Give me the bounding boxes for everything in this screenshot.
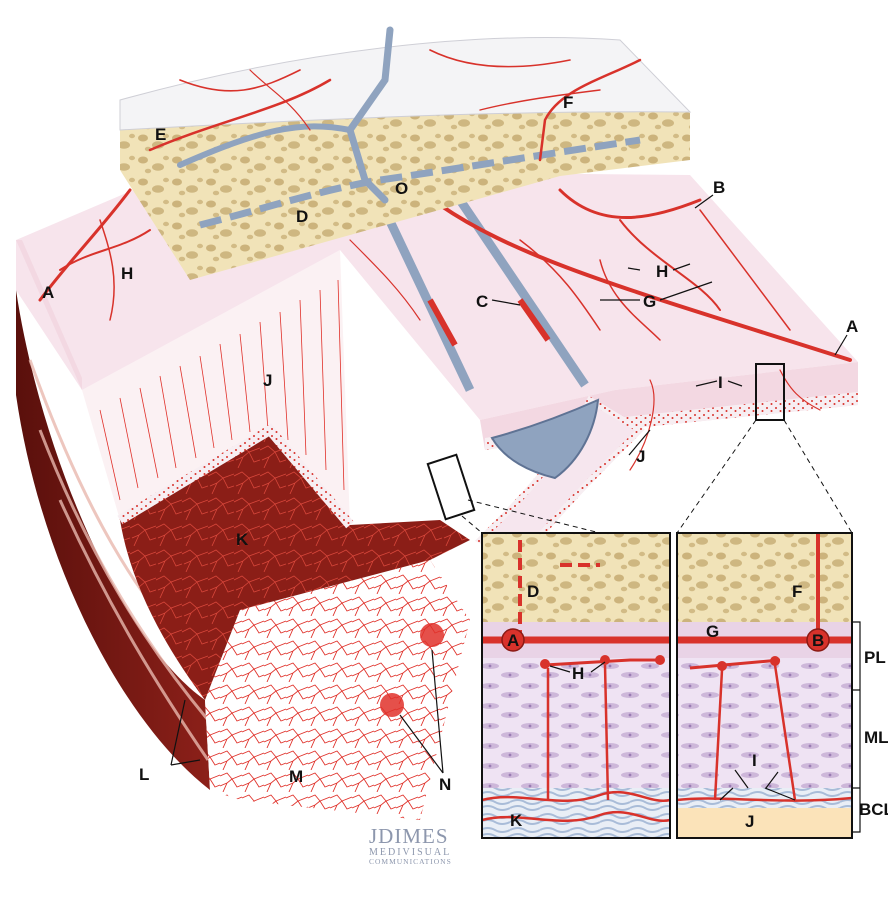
label-j-falx: J (636, 447, 645, 466)
layer-brackets (852, 621, 861, 833)
label-k-inset: K (510, 811, 523, 830)
arachnoid-border (117, 423, 354, 529)
dura-left-edge (16, 240, 82, 390)
layer-label-ml: ML (864, 728, 888, 747)
skull-surface-vessels (148, 26, 642, 204)
layer-label-pl: PL (864, 648, 886, 667)
label-m: M (289, 767, 303, 786)
label-d-main: D (296, 207, 308, 226)
skull-diploe-veins (199, 136, 641, 229)
bridging-vein-1 (375, 198, 475, 392)
zoom-guide-lines (461, 419, 853, 534)
label-g-main: G (643, 292, 656, 311)
hemorrhage-spot-2 (380, 693, 404, 717)
leader-lines (170, 194, 848, 801)
inset-right (676, 532, 853, 839)
label-n: N (439, 775, 451, 794)
label-i-inset: I (752, 751, 757, 770)
capillary-network-sheet (205, 560, 470, 820)
label-a-inset: A (507, 631, 519, 650)
zoom-region-right (755, 363, 785, 421)
trabeculae-lines (99, 279, 345, 501)
hemorrhage-spot-1 (420, 623, 444, 647)
label-f-inset: F (792, 582, 802, 601)
brain-surface-top (120, 430, 470, 700)
label-a-left: A (42, 283, 54, 302)
inset-left (481, 532, 671, 839)
label-j-main: J (263, 371, 272, 390)
label-g-inset: G (706, 622, 719, 641)
label-c: C (476, 292, 488, 311)
skull-bone-side (120, 100, 690, 280)
artery-segments (427, 298, 551, 347)
label-h-left: H (121, 264, 133, 283)
label-f-main: F (563, 93, 573, 112)
label-d-inset: D (527, 582, 539, 601)
brain-cortex-side (16, 290, 210, 790)
watermark-line-3: COMMUNICATIONS (369, 857, 452, 866)
label-o: O (395, 179, 408, 198)
meningeal-arteries (38, 188, 852, 471)
label-e: E (155, 125, 166, 144)
label-b-inset: B (812, 631, 824, 650)
layer-label-bcl: BCL (859, 800, 888, 819)
label-a-right: A (846, 317, 858, 336)
label-b-main: B (713, 178, 725, 197)
label-h-inset: H (572, 664, 584, 683)
watermark-line-1: JDIMES (369, 824, 449, 848)
zoom-region-left (426, 453, 476, 521)
skull-top-surface (119, 37, 692, 131)
label-j-inset: J (745, 812, 754, 831)
watermark-line-2: MEDIVISUAL (369, 847, 451, 858)
label-i-main: I (718, 373, 723, 392)
label-k-main: K (236, 530, 249, 549)
arachnoid-trabeculae-block (82, 250, 350, 525)
superior-sagittal-sinus (490, 398, 600, 480)
label-l: L (139, 765, 149, 784)
label-h-right: H (656, 262, 668, 281)
